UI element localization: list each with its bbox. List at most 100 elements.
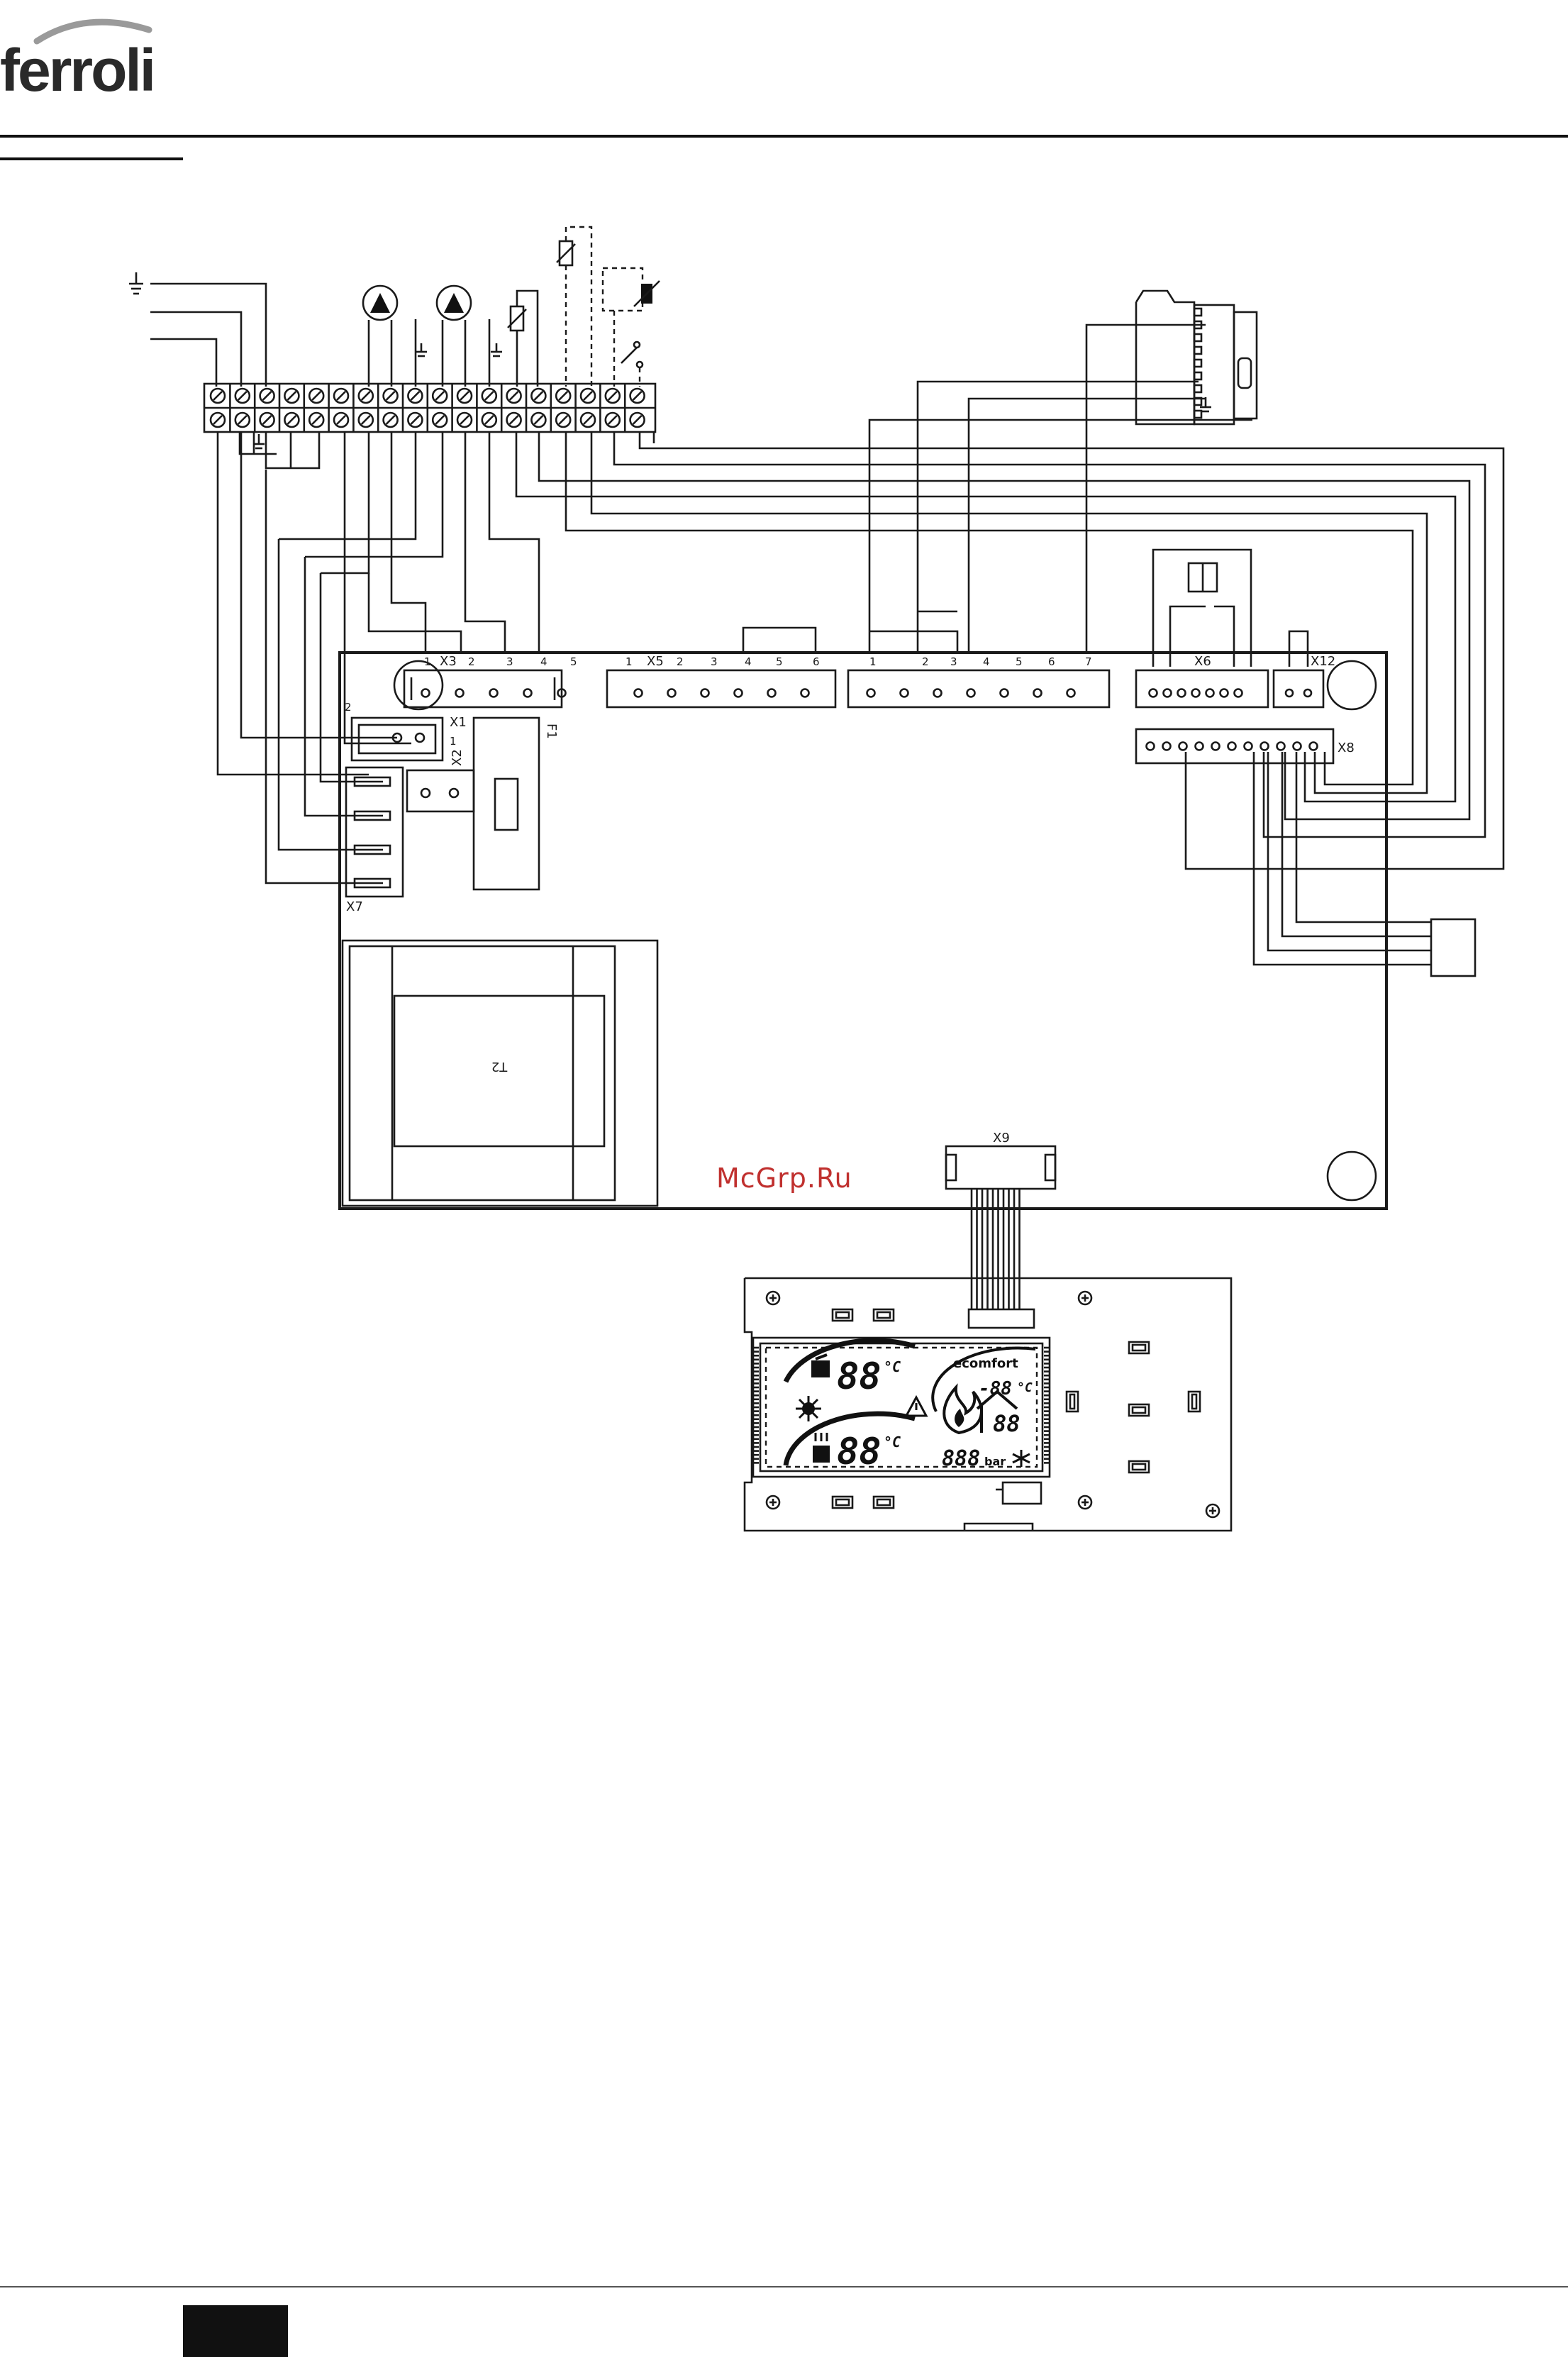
terminal-screw [260,413,274,427]
panel-button[interactable] [874,1309,894,1321]
connector-pin-hole [1034,689,1042,697]
connector-pin-hole [801,689,809,697]
screw-hole [1079,1292,1091,1304]
ch-temperature: 88 [837,1355,882,1398]
terminal-screw [630,389,645,403]
panel-button[interactable] [1189,1392,1200,1412]
valve-pin [1194,347,1201,354]
connector-pin-label: 1 [869,655,877,668]
connector-pin-hole [490,689,498,697]
pressure-digits: 888 [942,1446,980,1471]
panel-button[interactable] [1129,1461,1149,1473]
connector-pin-hole [768,689,776,697]
connector-pin-hole [1192,689,1200,697]
connector-pin-label: 1 [424,655,431,668]
radiator-icon [811,1355,830,1377]
connector-pin-label: 6 [1048,655,1055,668]
connector-x2: X2 [407,749,474,811]
mains-input-wires [150,284,266,387]
connector-pin-hole [1001,689,1008,697]
screw-hole [1206,1504,1219,1517]
terminal-screw [359,389,373,403]
valve-pin [1194,309,1201,316]
connector-x1: X1 1 2 [345,701,467,760]
connector-pin-hole [735,689,743,697]
panel-button[interactable] [1129,1342,1149,1353]
connector-7pin: 1234567 [848,655,1109,707]
connector-x5-label: X5 [647,654,664,669]
earth-icon [416,343,427,356]
terminal-screw [408,413,422,427]
terminal-screw [284,389,299,403]
earth-icon [129,272,143,294]
connector-pin-hole [456,689,464,697]
panel-button[interactable] [833,1309,852,1321]
connector-pin-label: 1 [625,655,633,668]
warning-icon [906,1397,926,1416]
connector-x12: X12 [1274,654,1335,707]
connector-pin-hole [1150,689,1157,697]
screw-hole [1079,1496,1091,1509]
terminal-screw [556,389,570,403]
earth-icon [491,343,502,356]
watermark-text: McGrp.Ru [716,1163,852,1194]
connector-pin-hole [1067,689,1075,697]
panel-button[interactable] [1067,1392,1078,1412]
connector-x6: X6 [1136,563,1268,707]
terminal-screw [384,389,398,403]
connector-pin-hole [1221,689,1228,697]
pressure-unit: bar [984,1455,1006,1468]
wiring-harness [218,325,1503,965]
connector-pin-hole [901,689,908,697]
pump-icon [363,286,416,387]
dhw-temperature: 88 [837,1431,882,1473]
connector-pin-hole [1196,743,1203,750]
connector-pin-label: 3 [711,655,718,668]
connector-x9-label: X9 [993,1131,1010,1146]
thermostat-icon [603,268,660,387]
small-digits: 88 [993,1410,1021,1437]
terminal-screw [457,413,472,427]
ch-unit: °C [884,1358,901,1375]
connector-pin-hole [1261,743,1269,750]
gas-valve-connector [1136,291,1257,424]
connector-pin-hole [1294,743,1301,750]
connector-pin-label: 2 [677,655,684,668]
screw-hole [767,1496,779,1509]
mounting-hole [394,661,443,709]
terminal-screw [384,413,398,427]
connector-pin-label: 3 [506,655,513,668]
terminal-screw [433,413,447,427]
terminal-screw [581,389,595,403]
brand-logo: ferroli [0,22,154,104]
snowflake-icon [1013,1450,1030,1467]
buzzer [1003,1482,1041,1504]
terminal-screw [457,389,472,403]
ntc-sensor-icon [557,227,591,387]
connector-pin-label: 7 [1085,655,1092,668]
connector-pin-hole [1147,743,1155,750]
ribbon-cable [972,1189,1020,1309]
terminal-screw [309,413,323,427]
connector-x1-pin: 1 [450,735,457,748]
terminal-screw [334,413,348,427]
valve-pin [1194,334,1201,341]
tap-icon [813,1433,830,1463]
ntc-sensor-icon [508,291,538,387]
terminal-screw [482,389,496,403]
brand-logo-text: ferroli [0,37,154,104]
connector-pin-hole [1235,689,1242,697]
connector-x2-label: X2 [450,749,465,766]
terminal-screw [235,389,250,403]
connector-pin-label: 5 [1016,655,1023,668]
panel-button[interactable] [1129,1404,1149,1416]
terminal-screw [359,413,373,427]
panel-button[interactable] [833,1497,852,1508]
connector-pin-label: 2 [922,655,929,668]
connector-pin-hole [1228,743,1236,750]
terminal-screw [235,413,250,427]
panel-button[interactable] [874,1497,894,1508]
display-brand: ecomfort [953,1356,1018,1371]
connector-pin-hole [867,689,875,697]
